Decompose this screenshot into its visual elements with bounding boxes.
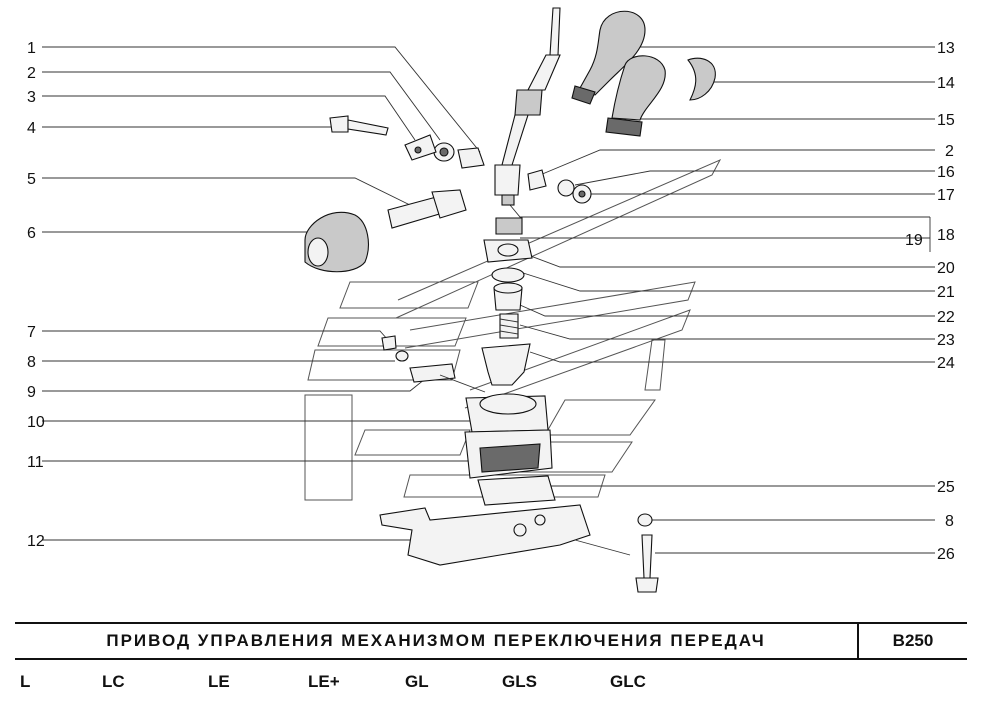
callout-18: 18	[937, 227, 955, 244]
exploded-parts-diagram: 1 2 3 4 5 6 7 8 9 10 11 12 13 14 15 2 16…	[27, 7, 955, 593]
watermark-pattern	[304, 158, 722, 501]
callout-23: 23	[937, 332, 955, 349]
gear-lever	[494, 7, 561, 206]
part-16-washer	[557, 179, 575, 197]
part-26-bolt	[635, 534, 659, 593]
part-6-boot	[304, 211, 369, 273]
callout-20: 20	[937, 260, 955, 277]
title-divider	[857, 624, 859, 658]
callout-19: 19	[905, 232, 923, 249]
trim-level: LE+	[308, 672, 340, 691]
callout-5: 5	[27, 171, 36, 188]
part-7-bolt	[381, 335, 397, 351]
part-1-bushing	[457, 147, 485, 169]
arrow-indicator	[439, 374, 631, 556]
callout-21: 21	[937, 284, 955, 301]
part-17-bushing	[572, 184, 592, 204]
callout-2-right: 2	[945, 143, 954, 160]
callouts-right: 13 14 15 2 16 17 19 18 20 21 22 23 24 25…	[905, 40, 955, 563]
part-5-rod	[387, 189, 467, 229]
part-3-bracket	[404, 134, 437, 161]
callout-16: 16	[937, 164, 955, 181]
callout-8-right: 8	[945, 513, 954, 530]
part-9-key	[409, 363, 456, 383]
title-bar: ПРИВОД УПРАВЛЕНИЯ МЕХАНИЗМОМ ПЕРЕКЛЮЧЕНИ…	[15, 622, 967, 660]
callout-12: 12	[27, 533, 45, 550]
trim-level: LE	[208, 672, 230, 691]
part-2-nut-right	[527, 169, 547, 191]
part-25-gasket	[477, 475, 556, 506]
callout-2: 2	[27, 65, 36, 82]
callout-7: 7	[27, 324, 36, 341]
diagram-title: ПРИВОД УПРАВЛЕНИЯ МЕХАНИЗМОМ ПЕРЕКЛЮЧЕНИ…	[106, 631, 766, 650]
callout-4: 4	[27, 120, 36, 137]
part-8-washer-left	[395, 350, 409, 362]
trim-level: GLC	[610, 672, 646, 691]
callout-1: 1	[27, 40, 36, 57]
callout-13: 13	[937, 40, 955, 57]
part-23-spring	[499, 313, 519, 339]
callout-3: 3	[27, 89, 36, 106]
part-14-insert	[687, 57, 716, 101]
trim-levels: L LC LE LE+ GL GLS GLC	[0, 672, 987, 702]
callout-25: 25	[937, 479, 955, 496]
part-18-nut	[495, 217, 523, 235]
part-8-washer-right	[637, 513, 653, 527]
trim-level: GL	[405, 672, 429, 691]
part-12-base-plate	[379, 504, 591, 566]
trim-level: GLS	[502, 672, 537, 691]
part-24-guide	[481, 343, 531, 386]
callout-6: 6	[27, 225, 36, 242]
callouts-left: 1 2 3 4 5 6 7 8 9 10 11 12	[27, 40, 45, 550]
part-4-bolt	[329, 115, 389, 136]
leader-lines	[42, 46, 935, 554]
callout-9: 9	[27, 384, 36, 401]
part-22-cup	[493, 282, 523, 311]
diagram-code: B250	[892, 631, 934, 650]
callout-10: 10	[27, 414, 45, 431]
callout-11: 11	[27, 454, 44, 471]
callout-17: 17	[937, 187, 955, 204]
callout-15: 15	[937, 112, 955, 129]
part-15-knob-cover	[605, 55, 666, 137]
callout-8: 8	[27, 354, 36, 371]
callout-14: 14	[937, 75, 955, 92]
trim-level: LC	[102, 672, 125, 691]
part-20-plate	[483, 239, 533, 263]
part-10-11-housing	[464, 393, 553, 479]
callout-26: 26	[937, 546, 955, 563]
part-2-nut-left	[433, 142, 455, 162]
part-21-ring	[491, 267, 525, 283]
callout-22: 22	[937, 309, 955, 326]
trim-level: L	[20, 672, 31, 691]
callout-24: 24	[937, 355, 955, 372]
